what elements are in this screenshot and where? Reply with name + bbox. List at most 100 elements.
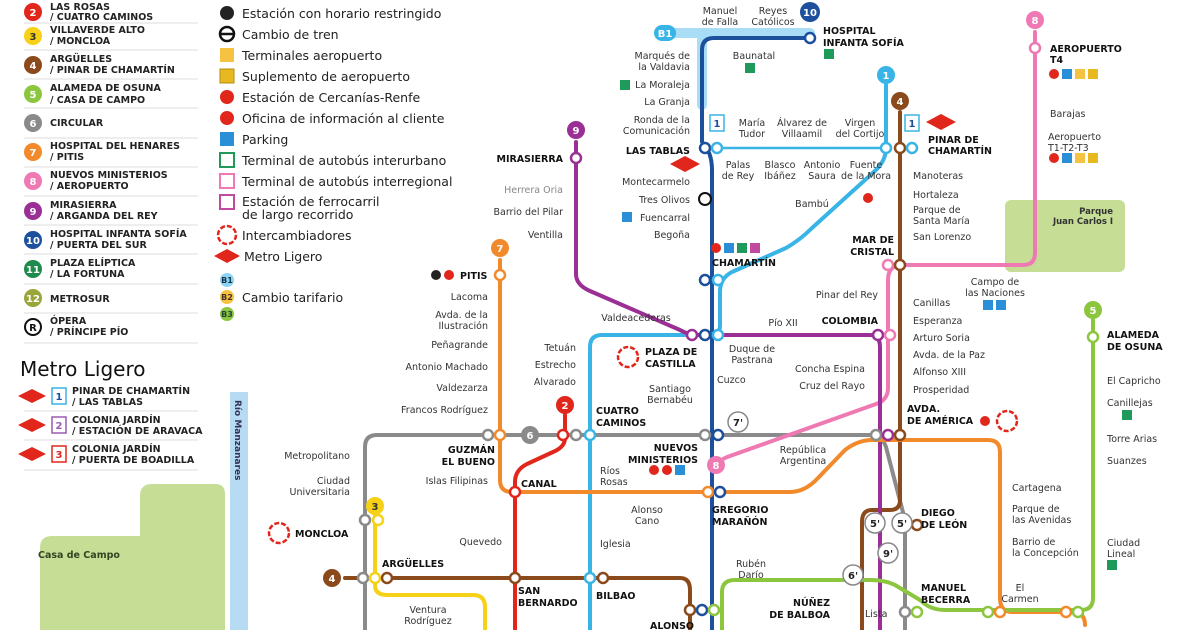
station-label[interactable]: Cruz del Rayo: [799, 381, 865, 392]
station-label[interactable]: MAR DE: [852, 235, 894, 246]
station-label[interactable]: Campo de: [971, 277, 1020, 288]
station-label[interactable]: Torre Arias: [1106, 434, 1157, 445]
station-label[interactable]: Cano: [635, 516, 659, 527]
station-label[interactable]: Palas: [726, 160, 751, 171]
station-label[interactable]: CUATRO: [596, 406, 639, 417]
station-label[interactable]: Ibáñez: [764, 171, 796, 182]
station-label[interactable]: DE LEÓN: [921, 519, 967, 531]
station-label[interactable]: Valdeacederas: [601, 313, 671, 324]
station-label[interactable]: Begoña: [654, 230, 690, 241]
station-label[interactable]: República: [780, 445, 826, 456]
station-label[interactable]: Saura: [808, 171, 836, 182]
station-label[interactable]: CHAMARTÍN: [928, 145, 992, 157]
station-label[interactable]: Manuel: [703, 6, 738, 17]
station-label[interactable]: Alonso: [631, 505, 663, 516]
station-label[interactable]: CASTILLA: [645, 359, 696, 370]
station-label[interactable]: Canillejas: [1107, 398, 1153, 409]
badge-route-5p-a[interactable]: 5': [864, 512, 886, 534]
badge-line-10[interactable]: 10: [800, 2, 820, 22]
station-label[interactable]: Lineal: [1107, 549, 1135, 560]
station-label[interactable]: Quevedo: [459, 537, 502, 548]
station-label[interactable]: Islas Filipinas: [426, 476, 488, 487]
station-label[interactable]: COLOMBIA: [822, 316, 879, 327]
station-label[interactable]: Ríos: [600, 466, 620, 477]
station-label[interactable]: ALAMEDA: [1107, 330, 1160, 341]
station-label[interactable]: PLAZA DE: [645, 347, 697, 358]
badge-line-8-south[interactable]: 8: [707, 456, 725, 474]
station-label[interactable]: Alvarado: [534, 377, 576, 388]
station-label[interactable]: PINAR DE: [928, 135, 979, 146]
station-label[interactable]: Carmen: [1001, 594, 1038, 605]
station-label[interactable]: INFANTA SOFÍA: [823, 37, 905, 49]
station-label[interactable]: Cartagena: [1012, 483, 1062, 494]
station-label[interactable]: Tres Olivos: [638, 195, 690, 206]
station-label[interactable]: CAMINOS: [596, 418, 646, 429]
station-label[interactable]: Católicos: [751, 17, 794, 28]
station-label[interactable]: San Lorenzo: [913, 232, 971, 243]
station-label[interactable]: MARAÑÓN: [712, 516, 768, 528]
station-label[interactable]: Aeropuerto: [1048, 132, 1101, 143]
station-label[interactable]: las Avenidas: [1012, 515, 1071, 526]
station-label[interactable]: GREGORIO: [712, 505, 768, 516]
station-label[interactable]: la Concepción: [1012, 548, 1079, 559]
station-label[interactable]: de la Mora: [841, 171, 891, 182]
station-label[interactable]: Lacoma: [451, 292, 488, 303]
station-label[interactable]: Blasco: [765, 160, 796, 171]
station-label[interactable]: Santiago: [649, 384, 691, 395]
badge-route-5p-b[interactable]: 5': [891, 512, 913, 534]
station-label[interactable]: la Valdavia: [638, 62, 690, 73]
station-label[interactable]: Reyes: [759, 6, 787, 17]
station-label[interactable]: las Naciones: [965, 288, 1025, 299]
station-label[interactable]: Virgen: [845, 118, 876, 129]
station-label[interactable]: Bambú: [795, 199, 829, 210]
station-label[interactable]: Estrecho: [535, 360, 576, 371]
station-label[interactable]: El Capricho: [1107, 376, 1161, 387]
station-label[interactable]: Avda. de la: [435, 310, 488, 321]
station-label[interactable]: Manoteras: [913, 171, 963, 182]
station-label[interactable]: Bernabéu: [647, 395, 693, 406]
station-label[interactable]: del Cortijo: [836, 129, 885, 140]
station-label[interactable]: Pastrana: [731, 355, 772, 366]
station-label[interactable]: Ronda de la: [634, 115, 690, 126]
station-label[interactable]: Barajas: [1050, 109, 1086, 120]
station-label[interactable]: MIRASIERRA: [496, 154, 563, 165]
station-label[interactable]: Universitaria: [290, 487, 351, 498]
station-label[interactable]: Comunicación: [623, 126, 690, 137]
station-label[interactable]: CANAL: [521, 479, 557, 490]
station-label[interactable]: Francos Rodríguez: [401, 405, 488, 416]
station-label[interactable]: HOSPITAL: [823, 26, 876, 37]
station-label[interactable]: Metropolitano: [284, 451, 350, 462]
station-label[interactable]: Tudor: [738, 129, 765, 140]
station-label[interactable]: DE BALBOA: [769, 610, 830, 621]
station-label[interactable]: BILBAO: [596, 591, 636, 602]
station-label[interactable]: DE AMÉRICA: [907, 415, 974, 427]
station-label[interactable]: EL BUENO: [442, 457, 495, 468]
badge-route-6p[interactable]: 6': [842, 564, 864, 586]
badge-ml1-las-tablas[interactable]: 1: [709, 114, 725, 132]
station-label[interactable]: ALONSO: [650, 621, 694, 630]
station-label[interactable]: Rubén: [736, 559, 766, 570]
station-label[interactable]: Argentina: [780, 456, 826, 467]
station-label[interactable]: NÚÑEZ: [793, 597, 830, 609]
station-label[interactable]: LAS TABLAS: [626, 146, 690, 157]
badge-line-4-west[interactable]: 4: [323, 569, 341, 587]
station-label[interactable]: Arturo Soria: [913, 333, 970, 344]
station-label[interactable]: NUEVOS: [654, 443, 698, 454]
station-label[interactable]: Peñagrande: [431, 340, 488, 351]
badge-line-5[interactable]: 5: [1084, 301, 1102, 319]
station-label[interactable]: MANUEL: [921, 583, 966, 594]
badge-b1[interactable]: B1: [654, 25, 676, 41]
station-label[interactable]: Alfonso XIII: [913, 367, 966, 378]
station-label[interactable]: Ciudad: [1107, 538, 1140, 549]
station-label[interactable]: Lista: [865, 609, 887, 620]
station-label[interactable]: Pío XII: [768, 318, 797, 329]
station-label[interactable]: Marqués de: [635, 51, 691, 62]
station-label[interactable]: Duque de: [729, 344, 775, 355]
station-label[interactable]: AVDA.: [907, 404, 940, 415]
badge-ml1-pinar[interactable]: 1: [904, 114, 920, 132]
station-label[interactable]: CRISTAL: [850, 247, 894, 258]
station-label[interactable]: DE OSUNA: [1107, 342, 1163, 353]
station-label[interactable]: de Falla: [702, 17, 738, 28]
badge-line-1[interactable]: 1: [877, 66, 895, 84]
station-label[interactable]: Parque de: [1012, 504, 1060, 515]
